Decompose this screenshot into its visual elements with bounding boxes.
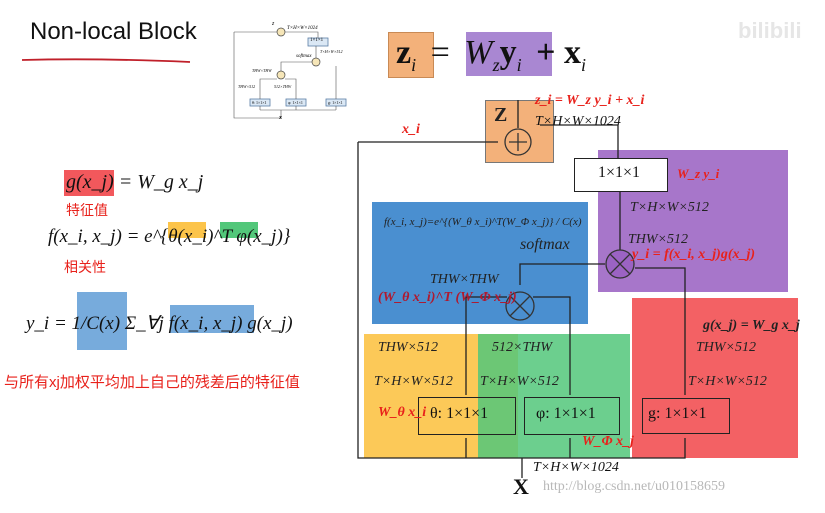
f-formula: f(x_i, x_j) = e^{θ(x_i)^T φ(x_j)}: [48, 226, 291, 247]
g-equation: g(x_j) = W_g x_j: [703, 318, 800, 333]
thw-thw-label: THW×THW: [430, 272, 499, 287]
g-formula: g(x_j) = W_g x_j: [66, 171, 204, 193]
page-title: Non-local Block: [30, 18, 197, 45]
z-equation: z_i = W_z y_i + x_i: [535, 93, 645, 108]
thumbnail-thw-512: THW×512: [238, 84, 256, 89]
g-conv-label: g: 1×1×1: [648, 405, 707, 422]
thumbnail-dim-512: T×H×W×512: [320, 49, 343, 54]
y-formula: y_i = 1/C(x) Σ_∀j f(x_i, x_j) g(x_j): [26, 313, 293, 334]
phi-conv-label: φ: 1×1×1: [536, 405, 596, 422]
thumbnail-512-thw: 512×THW: [274, 84, 292, 89]
wtheta-xi-label: W_θ x_i: [378, 405, 427, 420]
yellow-dim-1: THW×512: [378, 340, 439, 355]
purple-dim-1: T×H×W×512: [630, 200, 709, 215]
top-formula: zi = Wzyi + xi: [396, 34, 587, 75]
zi-highlight: [388, 32, 434, 78]
f-equation: f(x_i, x_j)=e^{(W_θ x_i)^T(W_Φ x_j)} / C…: [384, 216, 582, 228]
softmax-label: softmax: [520, 236, 570, 253]
green-dim-2: T×H×W×512: [480, 374, 559, 389]
purple-dim-2: THW×512: [628, 232, 689, 247]
f-label: 相关性: [64, 259, 106, 275]
watermark: http://blog.csdn.net/u010158659: [543, 479, 725, 494]
red-dim-1: THW×512: [696, 340, 757, 355]
thumbnail-g: g: 1×1×1: [328, 100, 343, 105]
g-label: 特征值: [66, 202, 108, 218]
input-dim: T×H×W×1024: [533, 460, 619, 475]
thumbnail-theta: θ: 1×1×1: [252, 100, 267, 105]
z-label: Z: [494, 104, 508, 126]
thumbnail-dim-top: T×H×W×1024: [287, 26, 318, 31]
wz-conv-label: 1×1×1: [598, 164, 641, 181]
fxij-highlight: [170, 305, 254, 333]
input-x-label: X: [513, 474, 529, 499]
thumbnail-conv: 1×1×1: [310, 38, 324, 43]
phi-conv-box: [524, 397, 620, 435]
thumbnail-thw-thw: THW×THW: [252, 68, 272, 73]
yi-equation: y_i = f(x_i, x_j)g(x_j): [632, 247, 756, 262]
wzyi-label: W_z y_i: [677, 166, 720, 181]
phi-highlight: [220, 222, 258, 238]
wzyi-highlight: [466, 32, 552, 76]
theta-conv-label: θ: 1×1×1: [430, 405, 489, 422]
red-dim-2: T×H×W×512: [688, 374, 767, 389]
thumbnail-lines: [233, 27, 347, 119]
theta-conv-box: [418, 397, 516, 435]
g-highlight: [64, 170, 114, 196]
thumbnail-softmax: softmax: [296, 54, 312, 59]
theta-highlight: [168, 222, 206, 238]
thumbnail-z: z: [272, 21, 275, 27]
one-over-cx-highlight: [77, 292, 127, 350]
thumbnail-diagram: z T×H×W×1024 1×1×1 T×H×W×512 softmax THW…: [228, 21, 358, 122]
xi-label: x_i: [402, 122, 420, 137]
thumbnail-x: x: [279, 115, 282, 121]
wphi-xj-label: W_Φ x_j: [582, 434, 634, 449]
wtheta-wphi-label: (W_θ x_i)^T (W_Φ x_j): [378, 290, 517, 305]
yellow-dim-2: T×H×W×512: [374, 374, 453, 389]
y-description: 与所有xj加权平均加上自己的残差后的特征值: [4, 374, 300, 391]
bilibili-logo: bilibili: [738, 18, 802, 43]
green-dim-1: 512×THW: [492, 340, 553, 355]
g-conv-box: [642, 398, 730, 434]
wz-conv-box: [574, 158, 668, 192]
thumbnail-phi: φ: 1×1×1: [288, 100, 303, 105]
dim-top: T×H×W×1024: [535, 114, 621, 129]
